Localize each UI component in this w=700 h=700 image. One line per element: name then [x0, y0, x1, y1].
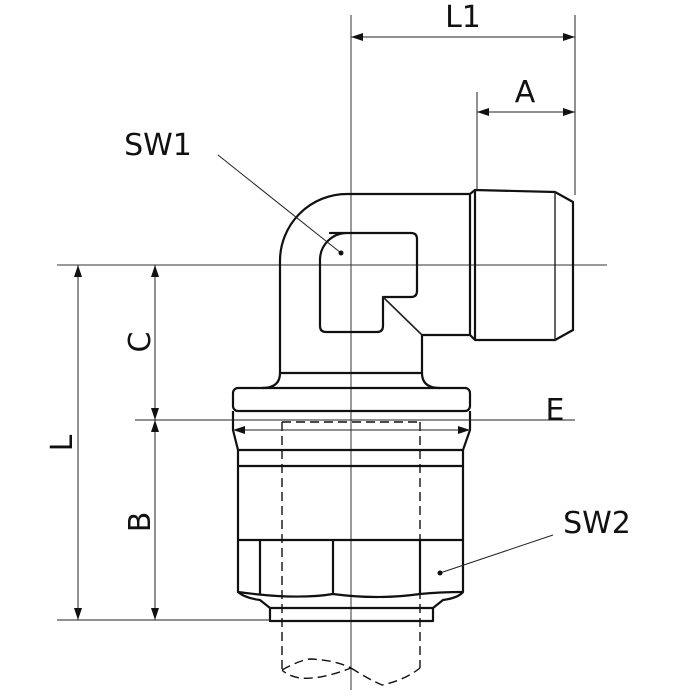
centerlines: [57, 15, 607, 690]
sw1-leader: [217, 154, 342, 254]
hidden-tube: [281, 421, 421, 686]
label-C: C: [123, 332, 158, 353]
sw1-port: [318, 231, 419, 334]
label-L1: L1: [445, 0, 481, 35]
dimensions: [57, 15, 576, 621]
elbow-body: [261, 192, 472, 390]
label-E: E: [546, 393, 565, 428]
label-B: B: [123, 512, 158, 533]
sw2-leader: [439, 534, 554, 574]
label-SW1: SW1: [124, 128, 192, 163]
label-SW2: SW2: [563, 506, 631, 541]
label-A: A: [515, 75, 536, 110]
label-L: L: [45, 434, 80, 451]
threaded-end: [469, 188, 575, 342]
